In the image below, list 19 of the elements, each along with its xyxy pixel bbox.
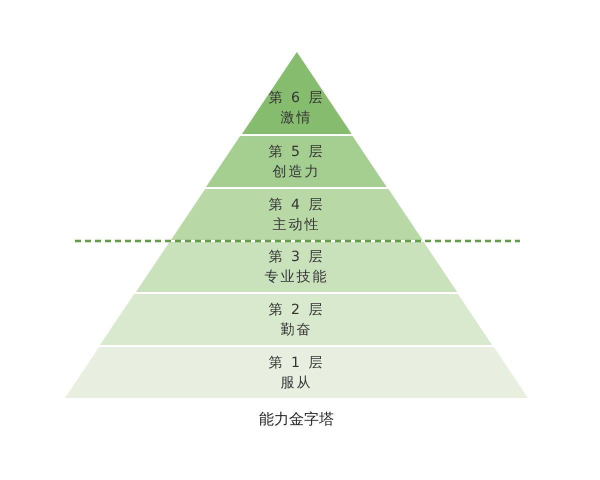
layer-number: 第 2 层 xyxy=(268,300,324,320)
layer-name: 服从 xyxy=(280,374,312,392)
pyramid-layer xyxy=(65,347,528,398)
layer-name: 主动性 xyxy=(272,216,320,234)
layer-name: 专业技能 xyxy=(264,268,328,287)
pyramid-layer xyxy=(170,189,422,240)
layer-name: 勤奋 xyxy=(280,320,312,340)
layer-number: 第 6 层 xyxy=(268,89,324,108)
pyramid-layer xyxy=(206,136,387,187)
layer-name: 创造力 xyxy=(272,162,320,182)
pyramid-layer xyxy=(242,52,352,134)
layer-number: 第 5 层 xyxy=(268,142,324,162)
layer-number: 第 3 层 xyxy=(268,248,324,267)
layer-number: 第 1 层 xyxy=(268,354,324,372)
pyramid-layer xyxy=(100,294,493,345)
layer-name: 激情 xyxy=(280,109,312,128)
caption: 能力金字塔 xyxy=(259,410,334,429)
pyramid-layer xyxy=(136,242,458,292)
layer-number: 第 4 层 xyxy=(268,196,324,214)
